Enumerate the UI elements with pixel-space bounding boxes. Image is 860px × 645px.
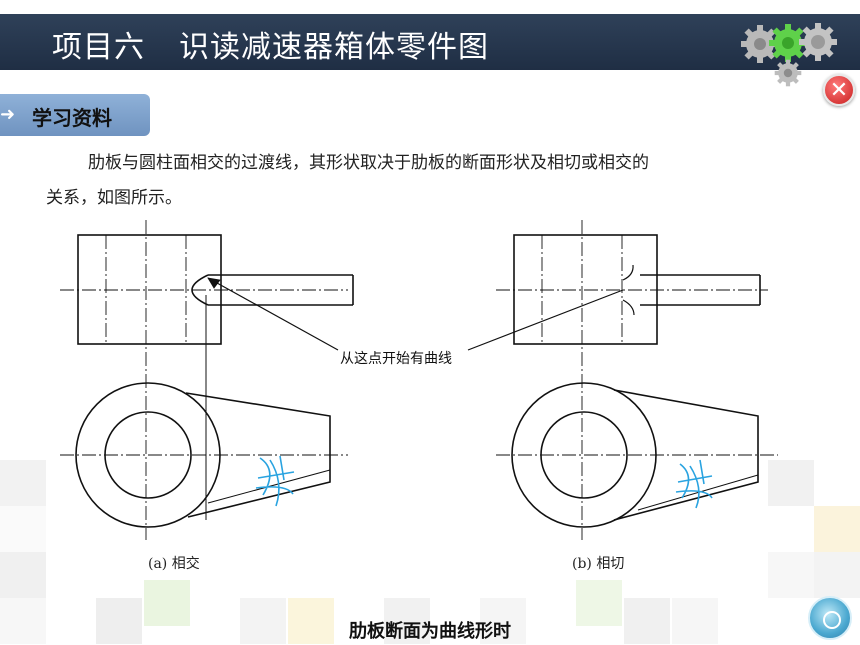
annotation-leader-left bbox=[207, 277, 339, 351]
paragraph-line-1: 肋板与圆柱面相交的过渡线，其形状取决于肋板的断面形状及相切或相交的 bbox=[88, 153, 649, 173]
project-label: 项目六 bbox=[52, 30, 145, 65]
blue-sketch-marks bbox=[255, 455, 713, 509]
background-tile-pattern bbox=[0, 460, 860, 645]
section-tab-study-material[interactable]: ➜ 学习资料 bbox=[0, 94, 150, 136]
figure-caption-b: (b) 相切 bbox=[572, 556, 625, 572]
arrow-right-icon: ➜ bbox=[0, 104, 16, 125]
figure-b-tangent-mark bbox=[622, 264, 634, 281]
gears-icon bbox=[741, 23, 837, 87]
close-button[interactable]: ✕ bbox=[823, 74, 855, 106]
page-title: 项目六识读减速器箱体零件图 bbox=[52, 22, 489, 66]
paragraph-line-2: 关系，如图所示。 bbox=[46, 188, 182, 208]
nav-circle-button[interactable] bbox=[808, 596, 852, 640]
bottom-caption: 肋板断面为曲线形时 bbox=[349, 621, 511, 642]
figure-a-rib-outline bbox=[185, 392, 331, 518]
project-title: 识读减速器箱体零件图 bbox=[179, 30, 489, 65]
figure-b-front-rect bbox=[513, 234, 658, 345]
section-tab-label: 学习资料 bbox=[32, 106, 112, 130]
figure-b-rib-outline bbox=[613, 389, 759, 521]
figure-caption-a: (a) 相交 bbox=[148, 556, 200, 572]
figure-annotation-text: 从这点开始有曲线 bbox=[340, 350, 452, 367]
figure-a-rib bbox=[208, 274, 354, 306]
technical-drawing-figure: 从这点开始有曲线 bbox=[60, 220, 778, 540]
body-paragraph: 肋板与圆柱面相交的过渡线，其形状取决于肋板的断面形状及相切或相交的 关系，如图所… bbox=[46, 146, 816, 216]
close-icon: ✕ bbox=[829, 78, 849, 103]
title-bar: 项目六识读减速器箱体零件图 bbox=[0, 14, 860, 70]
figure-b-rib-inner-line bbox=[637, 474, 759, 511]
annotation-leader-right bbox=[467, 289, 624, 351]
figure-a-front-rect bbox=[77, 234, 222, 345]
